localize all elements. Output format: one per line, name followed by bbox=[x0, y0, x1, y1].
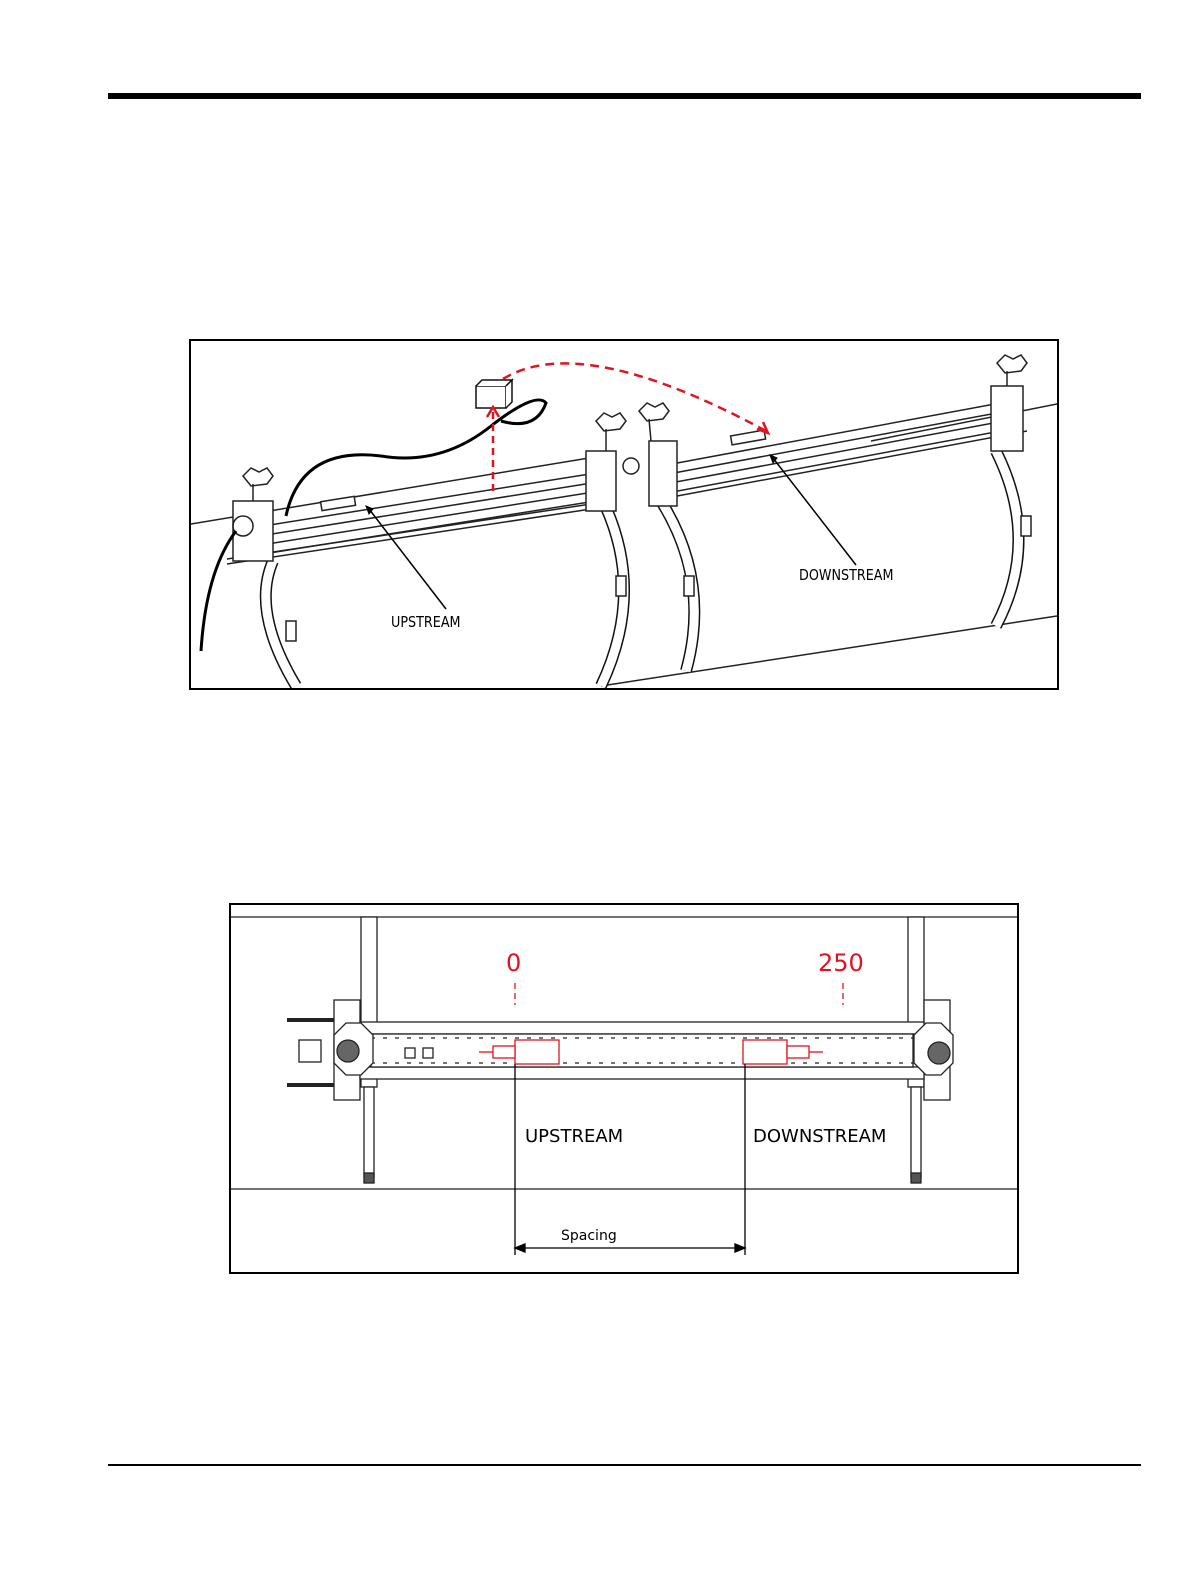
clamp-left bbox=[233, 501, 273, 561]
footer-rule bbox=[108, 1464, 1141, 1466]
spacing-label: Spacing bbox=[561, 1228, 617, 1244]
strap-left-tail bbox=[364, 1087, 374, 1177]
strap-button bbox=[286, 621, 296, 641]
knob-right bbox=[914, 1023, 953, 1075]
leader-upstream bbox=[369, 509, 446, 609]
rail-top bbox=[360, 1022, 924, 1034]
clamp-fixture-isometric-drawing bbox=[191, 341, 1057, 688]
clamp-center-right bbox=[649, 441, 677, 506]
knob-center-right bbox=[639, 403, 669, 441]
transducer-downstream bbox=[731, 430, 766, 445]
strap-right-end bbox=[911, 1173, 921, 1183]
upstream-label: UPSTREAM bbox=[525, 1126, 623, 1147]
cable-main bbox=[201, 531, 236, 651]
leader-downstream bbox=[773, 458, 856, 565]
strap-button bbox=[684, 576, 694, 596]
knob-left bbox=[334, 1023, 373, 1075]
connector-nut bbox=[299, 1040, 321, 1062]
arrow-box-to-downstream bbox=[503, 363, 766, 431]
clamp-right bbox=[991, 386, 1023, 451]
knob-right bbox=[997, 355, 1027, 386]
knob-left bbox=[243, 468, 273, 501]
clamp-center-left bbox=[586, 451, 616, 511]
scale-250-label: 250 bbox=[818, 949, 864, 977]
pipe-bottom-edge bbox=[601, 616, 1057, 686]
strap-button bbox=[616, 576, 626, 596]
knob-center-left bbox=[596, 413, 626, 451]
cable-to-box bbox=[286, 400, 546, 516]
clamp-fixture-top-view-drawing bbox=[231, 905, 1017, 1272]
junction-box bbox=[476, 380, 512, 408]
clamp-fixture-top-view-figure: 0 250 UPSTREAM DOWNSTREAM Spacing bbox=[229, 903, 1019, 1274]
transducer-upstream bbox=[321, 496, 356, 510]
rod-upstream-lower bbox=[227, 501, 611, 559]
downstream-label: DOWNSTREAM bbox=[753, 1126, 886, 1147]
scale-zero-label: 0 bbox=[506, 949, 521, 977]
upstream-label: UPSTREAM bbox=[391, 613, 461, 631]
header-rule bbox=[108, 93, 1141, 99]
rail-bottom bbox=[360, 1067, 924, 1079]
downstream-label: DOWNSTREAM bbox=[799, 566, 894, 584]
strap-left-end bbox=[364, 1173, 374, 1183]
coupling bbox=[623, 458, 639, 474]
strap-right-tail bbox=[911, 1087, 921, 1177]
strap-button bbox=[1021, 516, 1031, 536]
clamp-fixture-isometric-figure: UPSTREAM DOWNSTREAM bbox=[189, 339, 1059, 690]
rail-track bbox=[371, 1034, 913, 1067]
rail-downstream-top bbox=[661, 401, 1011, 466]
